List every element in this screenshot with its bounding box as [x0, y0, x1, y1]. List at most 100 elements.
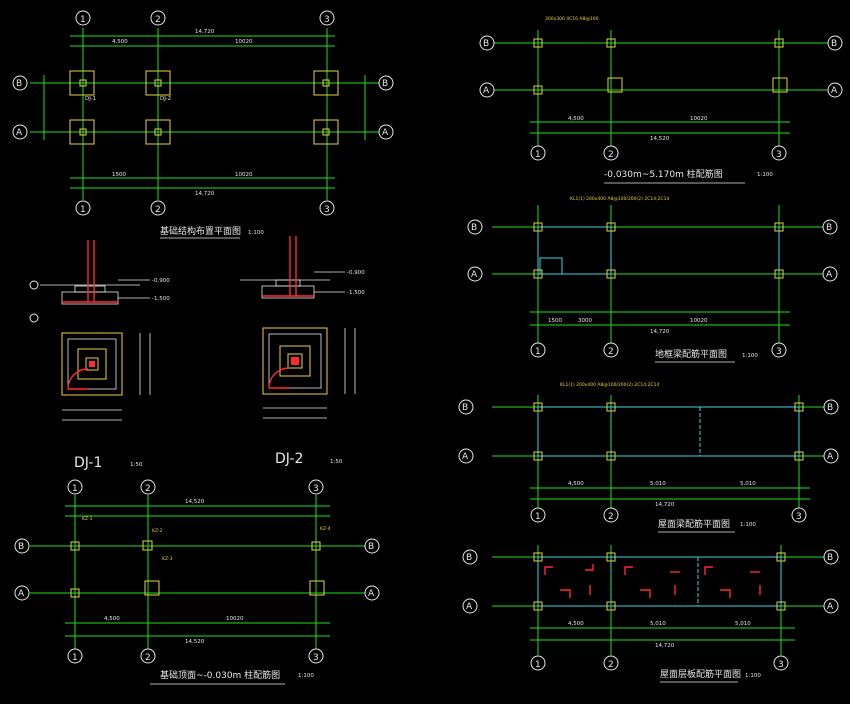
col-tag-kz1: KZ-1 — [82, 516, 93, 522]
svg-text:3: 3 — [313, 484, 319, 494]
axis-bubble-B-left: B — [12, 75, 28, 91]
svg-text:1: 1 — [72, 653, 78, 663]
svg-text:1: 1 — [80, 205, 86, 215]
dim-10020: 10020 — [235, 39, 253, 45]
dim-rs-4500: 4,500 — [568, 621, 584, 627]
title-col-upper: -0.030m~5.170m 柱配筋图 — [604, 168, 723, 180]
col-tag-kz3: KZ-3 — [162, 556, 173, 562]
axis-bubble-1-bottom: 1 — [67, 648, 83, 664]
axis-bubble-3-bottom: 3 — [791, 507, 807, 523]
dim-rb-5010b: 5,010 — [740, 481, 756, 487]
footing-A1 — [69, 70, 95, 96]
svg-text:3: 3 — [776, 347, 782, 357]
axis-bubble-1-top: 1 — [67, 479, 83, 495]
scale-dj1: 1:50 — [130, 462, 143, 468]
dim-rs-5010a: 5,010 — [650, 621, 666, 627]
axis-bubble-B-right: B — [823, 399, 839, 415]
svg-text:A: A — [826, 270, 833, 280]
scale-roof-slab: 1:100 — [745, 673, 761, 679]
axis-bubble-B-right: B — [823, 549, 839, 565]
scale-col-base: 1:100 — [298, 673, 314, 679]
col-tag-kz4: KZ-4 — [320, 526, 331, 532]
axis-bubble-A-right: A — [827, 82, 843, 98]
ground-beam-plan: KL1(1) 200x400 A8@100/200(2) 2C14;2C14 1… — [467, 196, 838, 363]
axis-bubble-3-top: 3 — [308, 479, 324, 495]
axis-bubble-A-right: A — [823, 598, 839, 614]
svg-text:B: B — [382, 79, 388, 89]
axis-bubble-B-left: B — [458, 399, 474, 415]
scale-foundation-plan: 1:100 — [248, 230, 264, 236]
title-ground-beam: 地框梁配筋平面图 — [655, 348, 727, 360]
footing-A3 — [313, 70, 339, 96]
footing-tag-dj1: DJ-1 — [85, 96, 96, 102]
svg-text:1: 1 — [535, 347, 541, 357]
title-foundation-plan: 基础结构布置平面图 — [160, 225, 241, 237]
axis-bubble-2-bottom: 2 — [140, 648, 156, 664]
footing-detail-dj1: -0.900 -1.500 DJ-1 1:50 — [29, 240, 170, 471]
column-reinforcement-plan-base: 4,500 10020 14,520 14,520 KZ-1 KZ-2 KZ-3… — [14, 479, 380, 685]
dim-base-total: 14,520 — [185, 639, 205, 645]
axis-bubble-A-left: A — [458, 448, 474, 464]
axis-bubble-3-bottom: 3 — [771, 145, 787, 161]
svg-text:1: 1 — [80, 15, 86, 25]
axis-bubble-B-left: B — [479, 35, 495, 51]
footing-B1 — [69, 119, 95, 145]
dim-gb-total: 14,720 — [650, 329, 670, 335]
slab-rebar-marks — [544, 564, 761, 598]
svg-text:2: 2 — [155, 205, 161, 215]
dim-rs-5010b: 5,010 — [735, 621, 751, 627]
svg-text:B: B — [462, 403, 468, 413]
axis-bubble-3-bottom: 3 — [771, 342, 787, 358]
svg-text:2: 2 — [145, 484, 151, 494]
axis-bubble-3-bottom: 3 — [773, 655, 789, 671]
dim-gb-1500: 1500 — [548, 318, 562, 324]
footing-A2 — [145, 70, 171, 96]
svg-text:B: B — [831, 39, 837, 49]
axis-bubble-B-left: B — [462, 549, 478, 565]
svg-text:1: 1 — [72, 484, 78, 494]
dim-base-10020: 10020 — [226, 616, 244, 622]
axis-bubble-2-bottom: 2 — [603, 655, 619, 671]
svg-text:2: 2 — [608, 347, 614, 357]
title-col-base: 基础顶面~-0.030m 柱配筋图 — [160, 669, 280, 681]
svg-text:B: B — [18, 542, 24, 552]
footing-B2 — [145, 119, 171, 145]
level-dj1-top: -0.900 — [152, 278, 170, 284]
svg-text:A: A — [831, 86, 838, 96]
level-dj2-bottom: -1.500 — [347, 290, 365, 296]
scale-col-upper: 1:100 — [757, 172, 773, 178]
upper-col-note: 300x300 4C16 A8@100 — [545, 16, 599, 22]
svg-text:3: 3 — [324, 15, 330, 25]
dim-upper-4500: 4,500 — [568, 116, 584, 122]
svg-text:A: A — [462, 452, 469, 462]
roof-beam-note: KL1(1) 200x400 A8@100/200(2) 2C14;2C14 — [560, 382, 659, 388]
dim-rb-4500: 4,500 — [568, 481, 584, 487]
svg-text:A: A — [827, 602, 834, 612]
svg-text:B: B — [471, 223, 477, 233]
svg-text:1: 1 — [535, 512, 541, 522]
axis-bubble-A-right: A — [378, 124, 394, 140]
svg-text:1: 1 — [535, 660, 541, 670]
svg-text:A: A — [16, 128, 23, 138]
svg-text:A: A — [827, 452, 834, 462]
scale-dj2: 1:50 — [330, 459, 343, 465]
foundation-layout-plan: 4,500 10020 14,720 1500 10020 14,720 DJ-… — [12, 10, 394, 239]
svg-text:2: 2 — [608, 512, 614, 522]
dim-10020-bottom: 10020 — [235, 172, 253, 178]
axis-bubble-3-bottom: 3 — [308, 648, 324, 664]
dim-total: 14,720 — [195, 29, 215, 35]
footing-B3 — [313, 119, 339, 145]
svg-text:3: 3 — [324, 205, 330, 215]
axis-bubble-A-left: A — [14, 585, 30, 601]
scale-roof-beam: 1:100 — [740, 522, 756, 528]
level-dj2-top: -0.900 — [347, 270, 365, 276]
axis-bubble-B-right: B — [364, 538, 380, 554]
dim-rb-total: 14,720 — [655, 502, 675, 508]
svg-text:3: 3 — [778, 660, 784, 670]
svg-text:A: A — [18, 589, 25, 599]
title-dj1: DJ-1 — [74, 455, 102, 471]
scale-ground-beam: 1:100 — [742, 353, 758, 359]
axis-bubble-3-top: 3 — [319, 10, 335, 26]
